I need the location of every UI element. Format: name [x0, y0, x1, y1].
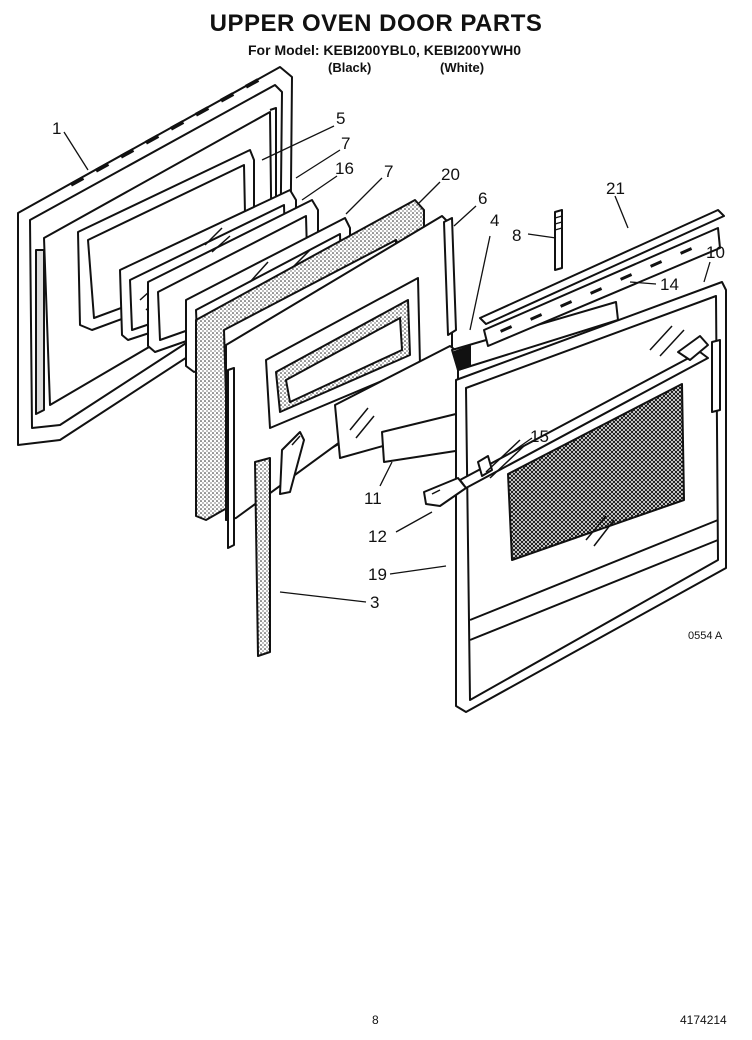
callout-3: 3 [370, 593, 379, 612]
part-14-door-handle [459, 335, 721, 489]
callout-12: 12 [368, 527, 387, 546]
variant-white-label: (White) [440, 60, 485, 75]
callout-5: 5 [336, 109, 345, 128]
part-10-outer-door [455, 281, 727, 713]
part-21-top-trim-strip [479, 209, 725, 347]
part-15-handle-bracket [477, 439, 525, 479]
callout-16: 16 [335, 159, 354, 178]
part-1-vent-slots [69, 78, 260, 187]
callout-7b: 7 [384, 162, 393, 181]
callout-10: 10 [706, 243, 725, 262]
page-number: 8 [372, 1013, 379, 1027]
callout-15: 15 [530, 427, 549, 446]
part-11-window-glass [334, 345, 463, 463]
callout-21: 21 [606, 179, 625, 198]
page-title: UPPER OVEN DOOR PARTS [209, 10, 543, 37]
callout-14: 14 [660, 275, 679, 294]
leader-lines [63, 125, 711, 603]
part-8-hinge [554, 209, 563, 271]
callout-7: 7 [341, 134, 350, 153]
document-number: 4174214 [680, 1013, 727, 1027]
part-3-side-trim [254, 457, 271, 657]
callout-1: 1 [52, 119, 61, 138]
callout-11: 11 [364, 489, 382, 508]
part-21-vent-slots [499, 247, 693, 333]
callout-20: 20 [441, 165, 460, 184]
callout-8: 8 [512, 226, 521, 245]
model-line: For Model: KEBI200YBL0, KEBI200YWH0 [248, 42, 522, 58]
callout-19: 19 [368, 565, 387, 584]
callout-4: 4 [490, 211, 499, 230]
figure-code: 0554 A [688, 630, 723, 642]
part-12-hinge-bracket [423, 477, 467, 507]
variant-black-label: (Black) [328, 60, 372, 75]
callout-6: 6 [478, 189, 487, 208]
